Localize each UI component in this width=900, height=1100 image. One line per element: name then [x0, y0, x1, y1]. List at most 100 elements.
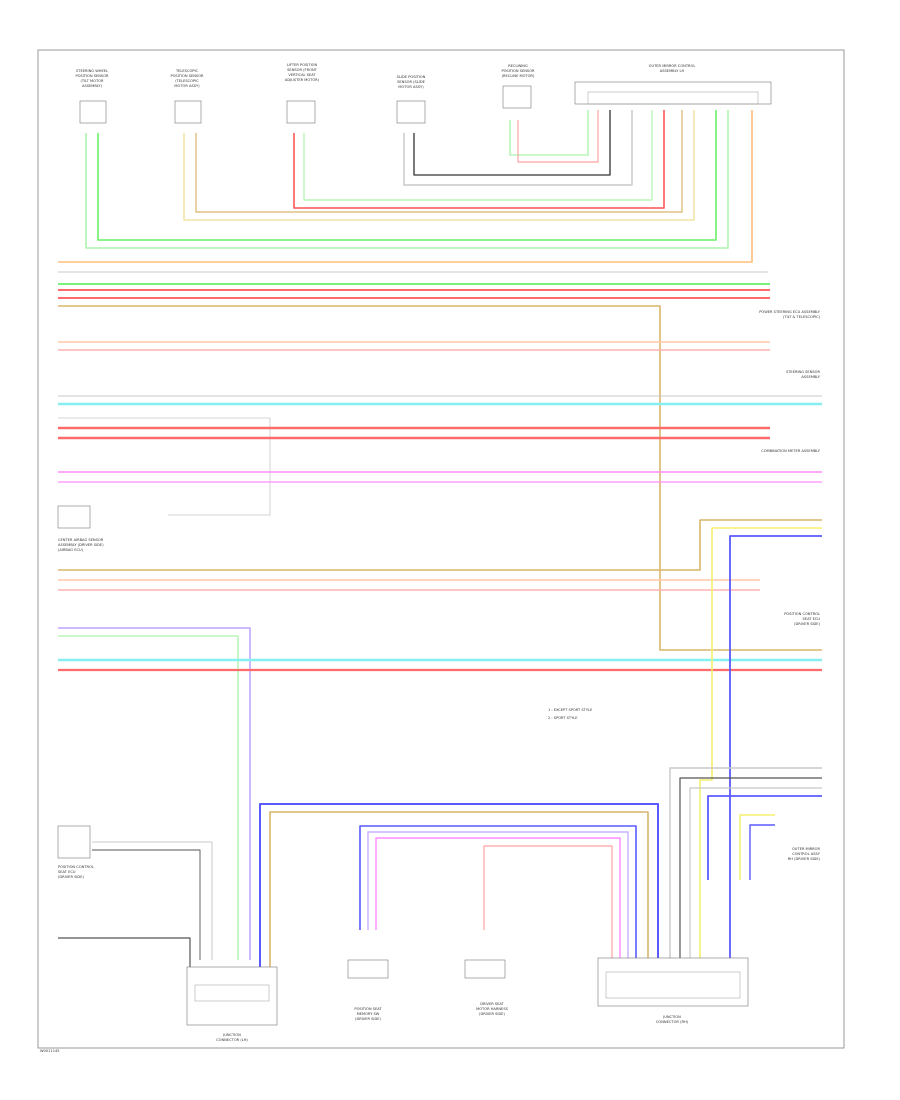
wire-10: [517, 110, 599, 163]
wire-21: [58, 417, 271, 516]
svg-text:CENTER AIRBAG SENSOR: CENTER AIRBAG SENSOR: [58, 538, 104, 542]
svg-text:COMBINATION METER ASSEMBLY: COMBINATION METER ASSEMBLY: [761, 449, 821, 453]
svg-text:POSITION SENSOR: POSITION SENSOR: [170, 74, 204, 78]
svg-text:(TILT & TELESCOPIC): (TILT & TELESCOPIC): [783, 315, 821, 319]
svg-text:(AIRBAG ECU): (AIRBAG ECU): [58, 548, 84, 552]
bottom-component-1: JUNCTION CONNECTOR (LH): [186, 966, 278, 1042]
svg-text:MOTOR HARNESS: MOTOR HARNESS: [476, 1007, 508, 1011]
svg-text:OUTER MIRROR: OUTER MIRROR: [792, 847, 821, 851]
svg-text:ASSEMBLY): ASSEMBLY): [82, 84, 103, 88]
svg-text:TELESCOPIC: TELESCOPIC: [175, 69, 199, 73]
svg-text:(DRIVER SIDE): (DRIVER SIDE): [479, 1012, 505, 1016]
wire-47: [92, 841, 213, 960]
bottom-component-3: DRIVER SEAT MOTOR HARNESS (DRIVER SIDE): [464, 959, 509, 1016]
wire-48: [92, 849, 201, 960]
svg-text:2 : SPORT STYLE: 2 : SPORT STYLE: [548, 716, 578, 720]
wire-29: [58, 627, 251, 960]
svg-text:MOTOR ASSY): MOTOR ASSY): [398, 85, 424, 89]
wire-41: [259, 803, 659, 968]
svg-text:(DRIVER SIDE): (DRIVER SIDE): [355, 1017, 381, 1021]
wire-39: [739, 814, 775, 880]
svg-text:POSITION CONTROL: POSITION CONTROL: [58, 865, 94, 869]
svg-text:(DRIVER SIDE): (DRIVER SIDE): [794, 622, 820, 626]
right-component-labels: POWER STEERING ECU ASSEMBLY (TILT & TELE…: [759, 310, 821, 861]
wire-37: [689, 787, 822, 960]
svg-text:POSITION CONTROL: POSITION CONTROL: [784, 612, 820, 616]
svg-text:MEMORY SW: MEMORY SW: [357, 1012, 380, 1016]
svg-text:JUNCTION: JUNCTION: [222, 1033, 241, 1037]
left-component-seat-ecu: POSITION CONTROL SEAT ECU (DRIVER SIDE): [57, 825, 94, 879]
wire-40: [749, 824, 775, 880]
wire-1: [85, 110, 729, 249]
svg-text:SLIDE POSITION: SLIDE POSITION: [397, 75, 426, 79]
svg-text:CONTROL ASSY: CONTROL ASSY: [792, 852, 821, 856]
svg-text:SEAT ECU: SEAT ECU: [803, 617, 821, 621]
wire-36: [679, 777, 822, 960]
svg-text:ASSEMBLY: ASSEMBLY: [801, 375, 820, 379]
svg-text:ASSEMBLY LH: ASSEMBLY LH: [660, 69, 685, 73]
wire-8: [413, 110, 611, 176]
svg-text:STEERING WHEEL: STEERING WHEEL: [76, 69, 108, 73]
top-component-1: STEERING WHEEL POSITION SENSOR (TILT MOT…: [75, 69, 109, 124]
wire-34: [729, 535, 822, 960]
wire-49: [58, 937, 191, 968]
wire-42: [269, 811, 649, 968]
wire-35: [669, 767, 822, 960]
svg-text:OUTER MIRROR CONTROL: OUTER MIRROR CONTROL: [649, 64, 696, 68]
wire-45: [375, 837, 621, 960]
wire-7: [403, 110, 633, 186]
svg-text:(TILT MOTOR: (TILT MOTOR: [81, 79, 104, 83]
svg-text:STEERING SENSOR: STEERING SENSOR: [786, 370, 821, 374]
svg-text:VERTICAL SEAT: VERTICAL SEAT: [288, 73, 316, 77]
wire-group: [58, 110, 822, 968]
svg-text:SEAT ECU: SEAT ECU: [58, 870, 76, 874]
wire-3: [183, 110, 695, 221]
top-component-4: SLIDE POSITION SENSOR (SLIDE MOTOR ASSY): [397, 75, 426, 124]
svg-text:SENSOR (SLIDE: SENSOR (SLIDE: [397, 80, 426, 84]
svg-text:MOTOR ASSY): MOTOR ASSY): [174, 84, 200, 88]
svg-text:ASSEMBLY (DRIVER SIDE): ASSEMBLY (DRIVER SIDE): [58, 543, 104, 547]
svg-text:POSITION SENSOR: POSITION SENSOR: [75, 74, 109, 78]
svg-text:POSITION SENSOR: POSITION SENSOR: [501, 69, 535, 73]
wire-43: [359, 825, 637, 960]
svg-text:RECLINING: RECLINING: [508, 64, 528, 68]
svg-text:LIFTER POSITION: LIFTER POSITION: [287, 63, 318, 67]
bottom-component-4: JUNCTION CONNECTOR (RH): [597, 957, 749, 1024]
left-component-airbag: CENTER AIRBAG SENSOR ASSEMBLY (DRIVER SI…: [57, 505, 104, 552]
svg-text:RH (DRIVER SIDE): RH (DRIVER SIDE): [788, 857, 821, 861]
svg-text:CONNECTOR (LH): CONNECTOR (LH): [216, 1038, 248, 1042]
wire-38: [707, 795, 822, 880]
diagram-frame: [37, 49, 845, 1049]
svg-text:DRIVER SEAT: DRIVER SEAT: [480, 1002, 504, 1006]
svg-text:POSITION SEAT: POSITION SEAT: [354, 1007, 382, 1011]
wire-30: [58, 635, 239, 960]
top-component-5: RECLINING POSITION SENSOR (RECLINE MOTOR…: [501, 64, 535, 109]
top-component-3: LIFTER POSITION SENSOR (FRONT VERTICAL S…: [285, 63, 320, 124]
wire-4: [195, 110, 683, 213]
bottom-component-2: POSITION SEAT MEMORY SW (DRIVER SIDE): [347, 959, 389, 1021]
wire-44: [367, 831, 629, 960]
svg-text:1 : EXCEPT SPORT STYLE: 1 : EXCEPT SPORT STYLE: [548, 708, 593, 712]
svg-text:POWER STEERING ECU ASSEMBLY: POWER STEERING ECU ASSEMBLY: [759, 310, 821, 314]
svg-text:(DRIVER SIDE): (DRIVER SIDE): [58, 875, 84, 879]
wire-9: [509, 110, 589, 156]
wire-2: [97, 110, 717, 241]
footer-id: W0011145: [40, 1049, 60, 1053]
svg-text:ADJUSTER MOTOR): ADJUSTER MOTOR): [285, 78, 320, 82]
wire-6: [303, 110, 653, 201]
svg-text:(RECLINE MOTOR): (RECLINE MOTOR): [502, 74, 535, 78]
wire-33: [699, 527, 822, 960]
wire-5: [293, 110, 665, 209]
svg-text:JUNCTION: JUNCTION: [662, 1015, 681, 1019]
svg-text:CONNECTOR (RH): CONNECTOR (RH): [656, 1020, 689, 1024]
svg-text:(TELESCOPIC: (TELESCOPIC: [175, 79, 199, 83]
top-component-2: TELESCOPIC POSITION SENSOR (TELESCOPIC M…: [170, 69, 204, 124]
svg-text:SENSOR (FRONT: SENSOR (FRONT: [287, 68, 317, 72]
top-component-6: OUTER MIRROR CONTROL ASSEMBLY LH: [574, 64, 772, 105]
wire-46: [483, 845, 613, 960]
legend: 1 : EXCEPT SPORT STYLE 2 : SPORT STYLE: [548, 708, 593, 720]
wire-16: [58, 305, 822, 651]
wire-11: [58, 110, 753, 263]
